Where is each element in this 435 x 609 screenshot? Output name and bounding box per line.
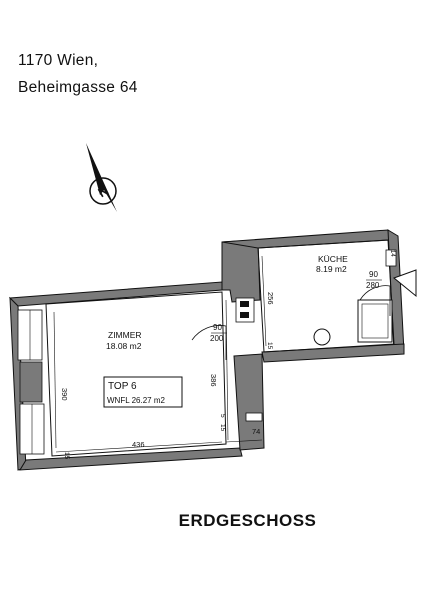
dimension-lines	[53, 255, 267, 453]
address-line-1: 1170 Wien,	[18, 52, 99, 69]
room-area-kueche: 8.19 m2	[316, 264, 347, 274]
dim-15a: 15	[63, 452, 70, 460]
kueche-walls	[221, 229, 417, 363]
room-name-kueche: KÜCHE	[318, 254, 348, 264]
door-zimmer-height: 200	[210, 334, 224, 343]
dim-5: 5	[219, 414, 226, 418]
dim-zimmer-depth: 390	[60, 388, 69, 401]
door-kueche-height: 280	[366, 281, 380, 290]
unit-title: TOP 6	[108, 381, 137, 392]
floor-label: ERDGESCHOSS	[178, 511, 317, 530]
dim-kueche-depth: 256	[266, 292, 275, 305]
door-zimmer-width: 90	[213, 323, 222, 332]
unit-box: TOP 6 WNFL 26.27 m2	[103, 376, 183, 408]
dim-15c: 15	[266, 342, 273, 350]
zimmer-walls	[8, 281, 243, 471]
room-name-zimmer: ZIMMER	[108, 330, 142, 340]
window-left	[17, 309, 45, 455]
dim-middle-height: 386	[209, 374, 218, 387]
unit-wnfl: WNFL 26.27 m2	[107, 396, 165, 405]
door-swing-kueche	[359, 285, 391, 316]
address-line-2: Beheimgasse 64	[18, 79, 138, 96]
door-swing-zimmer	[191, 325, 227, 360]
dim-zimmer-width: 436	[132, 440, 145, 449]
room-area-zimmer: 18.08 m2	[106, 341, 142, 351]
dim-wall-width: 74	[252, 427, 260, 436]
door-kueche-width: 90	[369, 270, 378, 279]
middle-wall	[221, 239, 265, 451]
dim-15b: 15	[219, 424, 226, 432]
dim-14: 14	[389, 250, 395, 257]
north-arrow-icon: N	[86, 143, 117, 212]
